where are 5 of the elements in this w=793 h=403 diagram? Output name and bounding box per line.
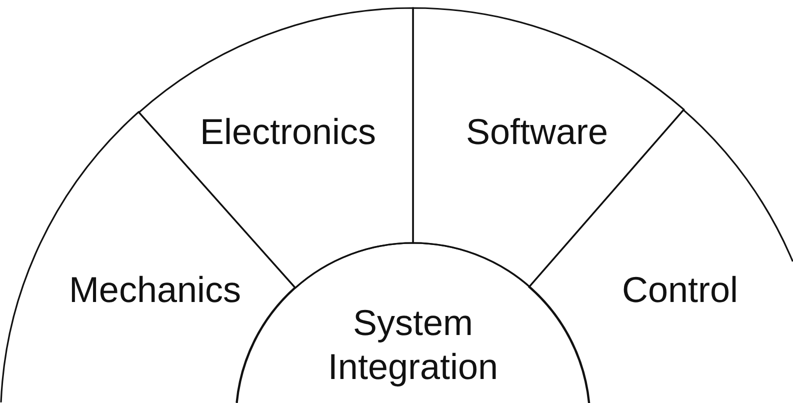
section-label: Control [620, 268, 740, 312]
section-label: Electronics [198, 110, 378, 154]
section-label: Software [464, 110, 610, 154]
section-label: System Integration [326, 301, 500, 389]
section-label: Mechanics [68, 268, 242, 312]
